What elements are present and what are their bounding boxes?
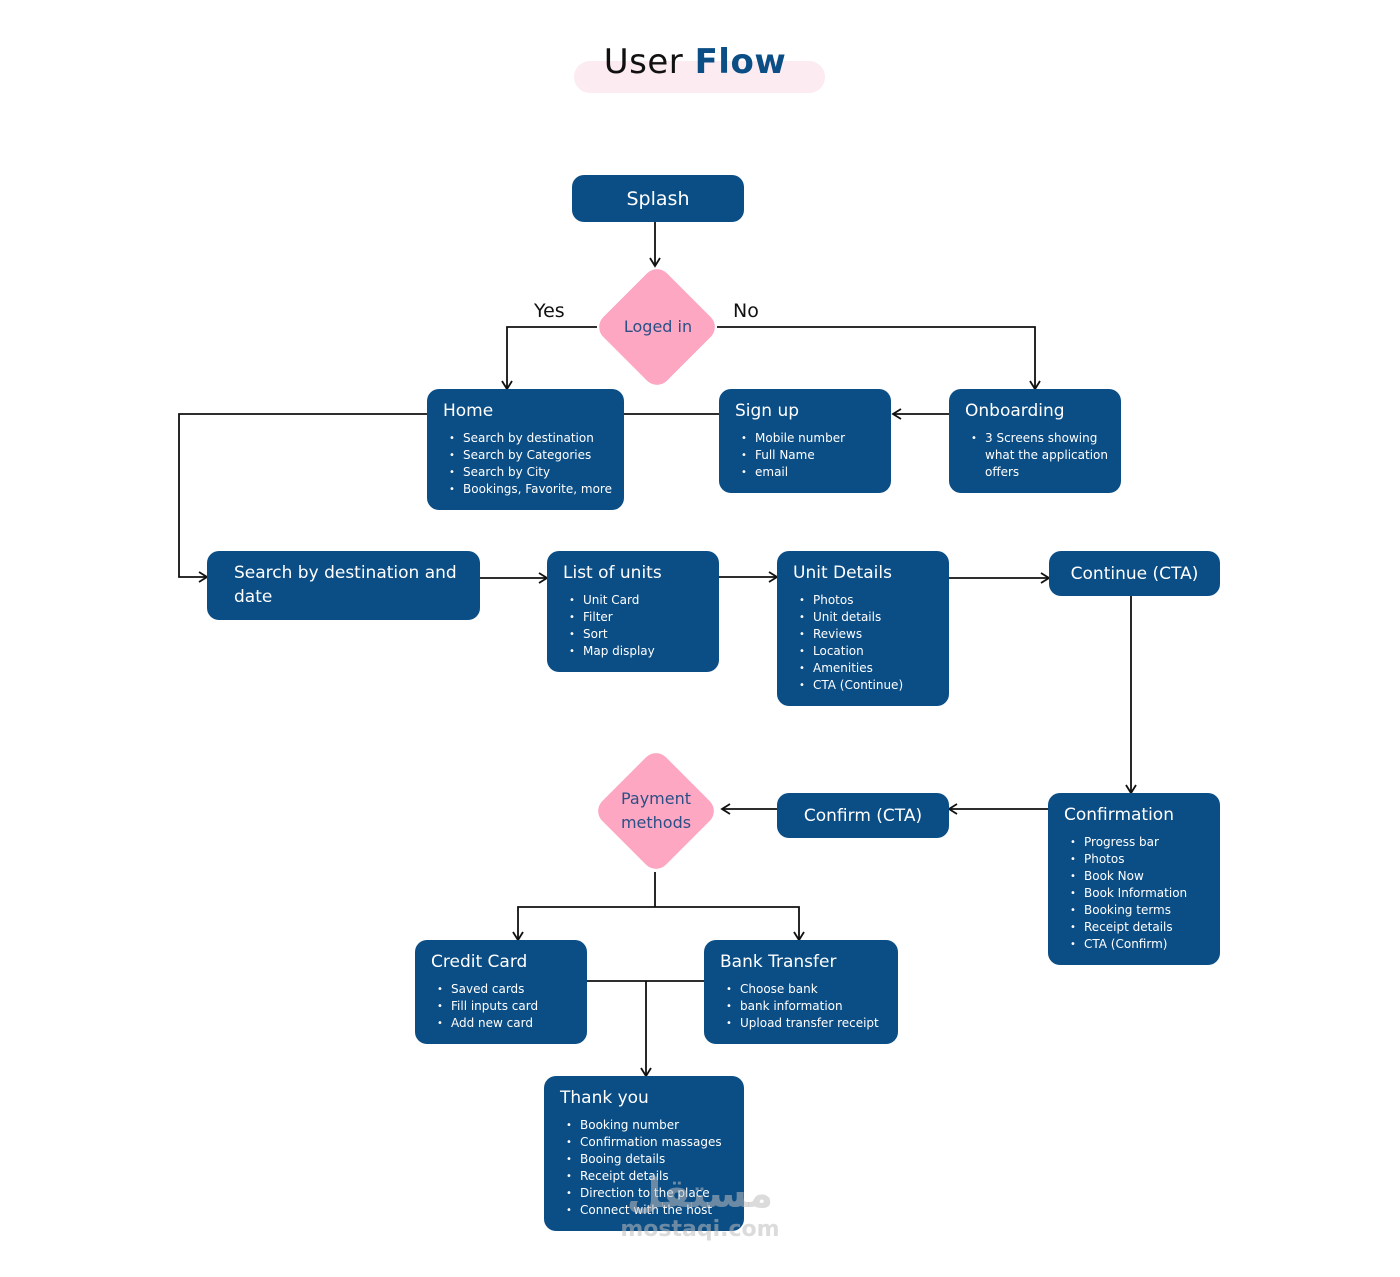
node-bank-transfer-list: Choose bank bank information Upload tran… (724, 981, 892, 1032)
list-item: Photos (797, 592, 943, 609)
node-thank-you-list: Booking number Confirmation massages Boo… (564, 1117, 738, 1219)
edge-yes-to-home (501, 326, 597, 391)
list-item: Reviews (797, 626, 943, 643)
list-item: Fill inputs card (435, 998, 581, 1015)
list-item: CTA (Confirm) (1068, 936, 1214, 953)
node-continue-cta: Continue (CTA) (1049, 551, 1220, 596)
list-item: Add new card (435, 1015, 581, 1032)
node-splash: Splash (572, 175, 744, 222)
node-list-of-units-list: Unit Card Filter Sort Map display (567, 592, 713, 660)
title-highlight (574, 61, 825, 93)
list-item: Amenities (797, 660, 943, 677)
edge-label-no: No (733, 300, 759, 322)
edge-no-to-onboarding (717, 326, 1041, 391)
list-item: Connect with the host (564, 1202, 738, 1219)
list-item: Mobile number (739, 430, 885, 447)
list-item: Photos (1068, 851, 1214, 868)
node-sign-up-list: Mobile number Full Name email (739, 430, 885, 481)
node-title: Search by destination and date (234, 563, 457, 607)
list-item: Receipt details (1068, 919, 1214, 936)
node-title: Splash (626, 187, 690, 210)
watermark-arabic: مستقل (626, 1171, 774, 1217)
list-item: Book Now (1068, 868, 1214, 885)
node-confirmation-list: Progress bar Photos Book Now Book Inform… (1068, 834, 1214, 953)
node-unit-details-list: Photos Unit details Reviews Location Ame… (797, 592, 943, 694)
list-item: Confirmation massages (564, 1134, 738, 1151)
edge-home-to-search (178, 413, 427, 583)
node-title: Confirm (CTA) (803, 805, 923, 826)
node-title: Continue (CTA) (1070, 563, 1199, 584)
node-thank-you: Thank you Booking number Confirmation ma… (544, 1076, 744, 1231)
list-item: CTA (Continue) (797, 677, 943, 694)
title-accent: Flow (694, 42, 787, 82)
list-item: Book Information (1068, 885, 1214, 902)
list-item: Direction to the place (564, 1185, 738, 1202)
edge-payment-to-credit (512, 906, 655, 942)
edge-payment-to-bank (655, 906, 805, 942)
list-item: Bookings, Favorite, more (447, 481, 618, 498)
list-item: Filter (567, 609, 713, 626)
list-item: Unit details (797, 609, 943, 626)
list-item: Booing details (564, 1151, 738, 1168)
node-credit-card-list: Saved cards Fill inputs card Add new car… (435, 981, 581, 1032)
node-title: Bank Transfer (720, 952, 837, 972)
list-item: Booking terms (1068, 902, 1214, 919)
list-item: Choose bank (724, 981, 892, 998)
list-item: email (739, 464, 885, 481)
list-item: Saved cards (435, 981, 581, 998)
list-item: Unit Card (567, 592, 713, 609)
list-item: bank information (724, 998, 892, 1015)
node-title: Credit Card (431, 952, 528, 972)
list-item: Search by Categories (447, 447, 618, 464)
list-item: Full Name (739, 447, 885, 464)
edge-label-yes: Yes (534, 300, 565, 322)
node-list-of-units: List of units Unit Card Filter Sort Map … (547, 551, 719, 672)
page-title: User Flow (0, 42, 1390, 82)
title-plain: User (603, 42, 684, 82)
decision-loged-in-label: Loged in (623, 317, 693, 336)
list-item: Upload transfer receipt (724, 1015, 892, 1032)
node-onboarding: Onboarding 3 Screens showing what the ap… (949, 389, 1121, 493)
node-title: Confirmation (1064, 805, 1174, 825)
list-item: Search by destination (447, 430, 618, 447)
node-home: Home Search by destination Search by Cat… (427, 389, 624, 510)
node-home-list: Search by destination Search by Categori… (447, 430, 618, 498)
node-bank-transfer: Bank Transfer Choose bank bank informati… (704, 940, 898, 1044)
node-sign-up: Sign up Mobile number Full Name email (719, 389, 891, 493)
list-item: Receipt details (564, 1168, 738, 1185)
list-item: Location (797, 643, 943, 660)
node-title: Unit Details (793, 563, 892, 583)
title-area: User Flow (0, 40, 1400, 100)
node-search: Search by destination and date (207, 551, 480, 620)
list-item: Progress bar (1068, 834, 1214, 851)
node-credit-card: Credit Card Saved cards Fill inputs card… (415, 940, 587, 1044)
node-title: Thank you (560, 1088, 649, 1108)
list-item: Sort (567, 626, 713, 643)
node-title: Sign up (735, 401, 800, 421)
list-item: Booking number (564, 1117, 738, 1134)
list-item: 3 Screens showing what the application o… (969, 430, 1111, 481)
node-confirmation: Confirmation Progress bar Photos Book No… (1048, 793, 1220, 965)
list-item: Search by City (447, 464, 618, 481)
node-title: Onboarding (965, 401, 1065, 421)
node-onboarding-list: 3 Screens showing what the application o… (969, 430, 1111, 481)
watermark-latin: mostaqi.com (620, 1217, 780, 1242)
list-item: Map display (567, 643, 713, 660)
node-title: List of units (563, 563, 662, 583)
decision-payment-methods-label: Payment methods (620, 789, 692, 832)
node-confirm-cta: Confirm (CTA) (777, 793, 949, 838)
watermark: مستقل mostaqi.com (612, 1170, 788, 1242)
node-title: Home (443, 401, 494, 421)
node-unit-details: Unit Details Photos Unit details Reviews… (777, 551, 949, 706)
